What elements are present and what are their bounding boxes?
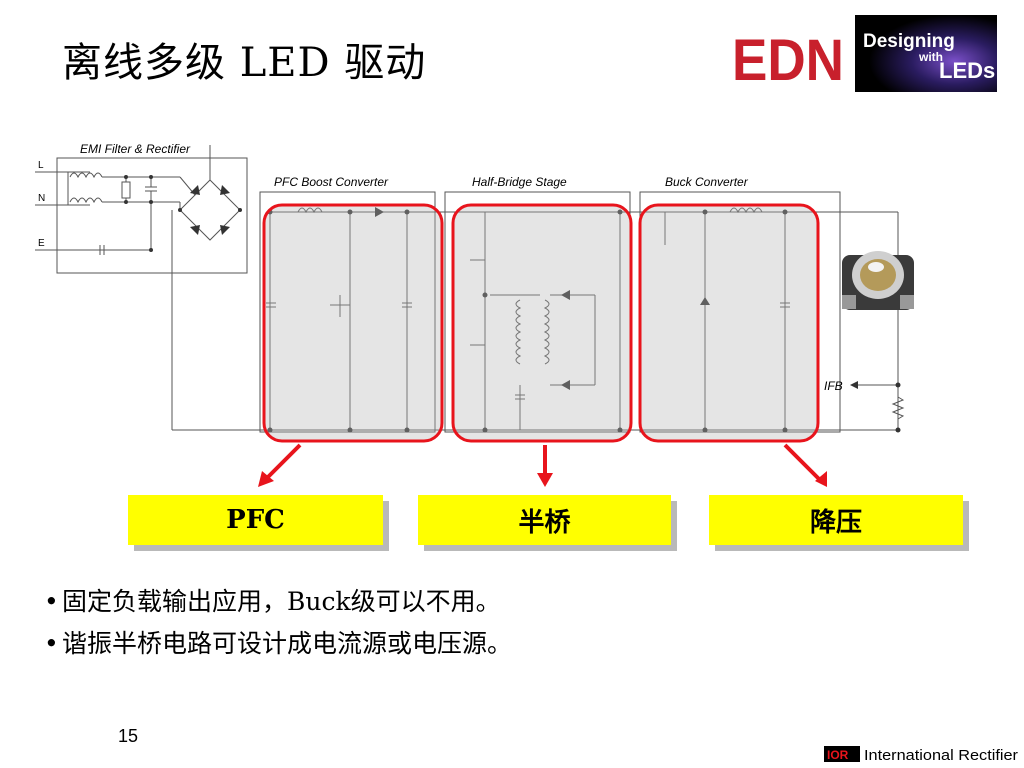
label-half-bridge: Half-Bridge Stage <box>472 175 567 189</box>
bullet-text: 谐振半桥电路可设计成电流源或电压源。 <box>62 629 513 658</box>
slide-title: 离线多级 LED 驱动 <box>62 40 427 86</box>
terminal-n: N <box>38 193 45 204</box>
buck-highlight <box>638 203 820 443</box>
label-emi: EMI Filter & Rectifier <box>80 142 191 156</box>
designing-with-leds-logo: Designing with LEDs <box>855 15 997 92</box>
buck-callout-text: 降压 <box>809 507 862 538</box>
terminal-e: E <box>38 238 45 249</box>
half-bridge-callout: 半桥 <box>418 495 671 545</box>
dwl-line-3: LEDs <box>939 58 995 83</box>
edn-logo: EDN <box>732 30 844 86</box>
ir-brand-mark: IOR <box>827 748 849 762</box>
international-rectifier-footer: IOR International Rectifier <box>824 746 1018 764</box>
circuit-diagram: EMI Filter & Rectifier PFC Boost Convert… <box>35 142 914 487</box>
dwl-line-1: Designing <box>863 31 955 52</box>
dwl-line-2: with <box>918 50 943 64</box>
ir-company-name: International Rectifier <box>864 747 1018 764</box>
page-number: 15 <box>118 726 139 746</box>
label-buck: Buck Converter <box>665 175 749 189</box>
label-pfc: PFC Boost Converter <box>274 175 389 189</box>
bullet-list: •固定负载输出应用，Buck级可以不用。 •谐振半桥电路可设计成电流源或电压源。 <box>44 582 512 666</box>
emi-filter-box <box>56 157 248 274</box>
label-ifb: IFB <box>824 379 843 393</box>
edn-logo-text: EDN <box>732 30 844 86</box>
pfc-stage-box <box>259 191 436 433</box>
half-bridge-highlight <box>451 203 633 443</box>
pfc-callout-text: PFC <box>226 505 285 535</box>
bullet-text: 固定负载输出应用，Buck级可以不用。 <box>62 587 501 616</box>
bullet-item: •固定负载输出应用，Buck级可以不用。 <box>44 587 501 616</box>
buck-callout: 降压 <box>709 495 963 545</box>
led-package-image <box>842 251 914 310</box>
pfc-highlight <box>262 203 444 443</box>
terminal-l: L <box>38 160 44 171</box>
pfc-callout: PFC <box>128 495 383 545</box>
half-bridge-callout-text: 半桥 <box>518 507 571 538</box>
bullet-item: •谐振半桥电路可设计成电流源或电压源。 <box>44 629 513 658</box>
